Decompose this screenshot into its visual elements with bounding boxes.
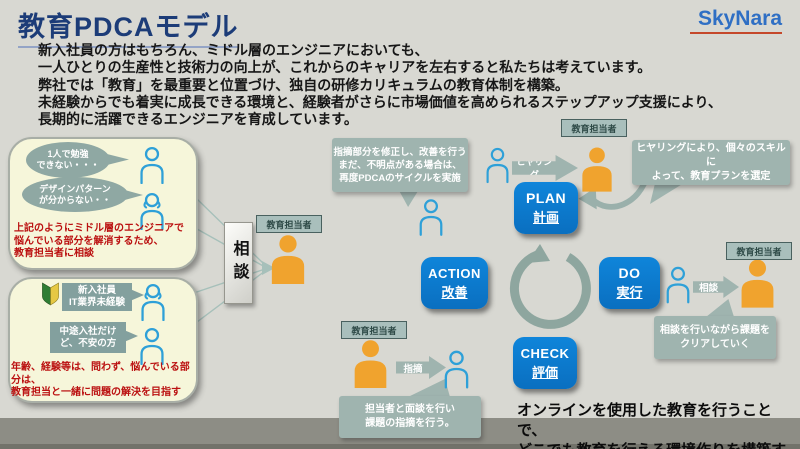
pdca-action-label-en: ACTION (428, 265, 481, 281)
pdca-cycle-arrow (509, 244, 591, 329)
trainer-label-top: 教育担当者 (561, 119, 627, 137)
newcomer-note: 年齢、経験等は、問わず、悩んでいる部分は、 教育担当と一緒に問題の解決を目指す (11, 362, 190, 398)
pdca-plan-box: PLAN 計画 (514, 182, 578, 234)
pdca-check-label-ja: 評価 (531, 364, 558, 380)
intro-line-5: 長期的に活躍できるエンジニアを育成しています。 (38, 111, 358, 128)
trainee-person-icon-check (444, 350, 469, 389)
hearing-bubble: ヒヤリングにより、個々のスキルに よって、教育プランを選定 (632, 140, 790, 185)
engineer-person-icon (140, 146, 164, 184)
consult-box: 相談 (224, 222, 253, 304)
pdca-plan-label-en: PLAN (525, 190, 567, 206)
pdca-check-box: CHECK 評価 (513, 337, 577, 389)
consult-box-label: 相談 (230, 240, 248, 286)
newcomer-person-icon-female (141, 283, 165, 321)
consult-arrow: 相談 (693, 276, 739, 298)
point-out-arrow-label: 指摘 (403, 363, 423, 375)
pdca-check-label-en: CHECK (520, 345, 570, 361)
do-bubble: 相談を行いながら課題を クリアしていく (654, 316, 776, 359)
point-out-arrow: 指摘 (396, 356, 446, 379)
pdca-plan-label-ja: 計画 (532, 210, 559, 225)
beginner-mark-icon (42, 282, 59, 306)
midcareer-tag: 中途入社だけ ど、不安の方 (50, 322, 126, 353)
worry-bubble-2: デザインパターン が分からない・・ (22, 177, 128, 212)
check-bubble: 担当者と面談を行い 課題の指摘を行う。 (339, 396, 481, 438)
pdca-action-label-ja: 改善 (441, 284, 468, 300)
midcareer-person-icon (140, 327, 164, 365)
intro-line-4: 未経験からでも着実に成長できる環境と、経験者がさらに市場価値を高められるステップ… (38, 93, 722, 110)
pdca-action-box: ACTION 改善 (421, 257, 488, 309)
trainer-person-icon-right (741, 259, 774, 308)
trainer-person-icon-top (582, 147, 612, 192)
footer-note: オンラインを使用した教育を行うことで、 どこでも教育を行える環境作りを構築する。 (517, 402, 786, 449)
trainee-person-icon-do (666, 266, 690, 304)
worry-bubble-1: 1人で勉強 できない・・・ (26, 142, 110, 178)
consult-arrow-label: 相談 (699, 283, 719, 294)
pdca-do-box: DO 実行 (599, 257, 660, 309)
intro-line-1: 新入社員の方はもちろん、ミドル層のエンジニアにおいても、 (38, 42, 429, 58)
trainer-person-icon-left (271, 235, 305, 284)
middle-engineer-note: 上記のようにミドル層のエンジニアで 悩んでいる部分を解消するため、 教育担当者に… (14, 223, 184, 259)
intro-line-3: 弊社では「教育」を最重要と位置づけ、独自の研修カリキュラムの教育体制を構築。 (38, 76, 569, 93)
trainer-label-left: 教育担当者 (256, 215, 322, 233)
trainer-label-bottom: 教育担当者 (341, 321, 407, 339)
page-title: 教育PDCAモデル (18, 5, 239, 48)
company-logo: SkyNara (690, 7, 782, 34)
intro-line-2: 一人ひとりの生産性と技術力の向上が、これからのキャリアを左右すると私たちは考えて… (38, 59, 652, 76)
bottom-dark-strip (0, 444, 800, 449)
action-bubble: 指摘部分を修正し、改善を行う まだ、不明点がある場合は、 再度PDCAのサイクル… (332, 138, 468, 192)
pdca-do-label-ja: 実行 (616, 285, 643, 300)
pdca-do-label-en: DO (618, 265, 641, 281)
newcomer-tag: 新入社員 IT業界未経験 (62, 283, 132, 311)
trainee-person-icon-action (419, 199, 443, 236)
intro-paragraph: 新入社員の方はもちろん、ミドル層のエンジニアにおいても、 一人ひとりの生産性と技… (38, 42, 753, 128)
trainee-person-icon-top (486, 147, 509, 184)
engineer-person-icon-female (140, 192, 164, 230)
trainer-person-icon-bottom (354, 340, 387, 388)
trainer-label-right: 教育担当者 (726, 242, 792, 260)
